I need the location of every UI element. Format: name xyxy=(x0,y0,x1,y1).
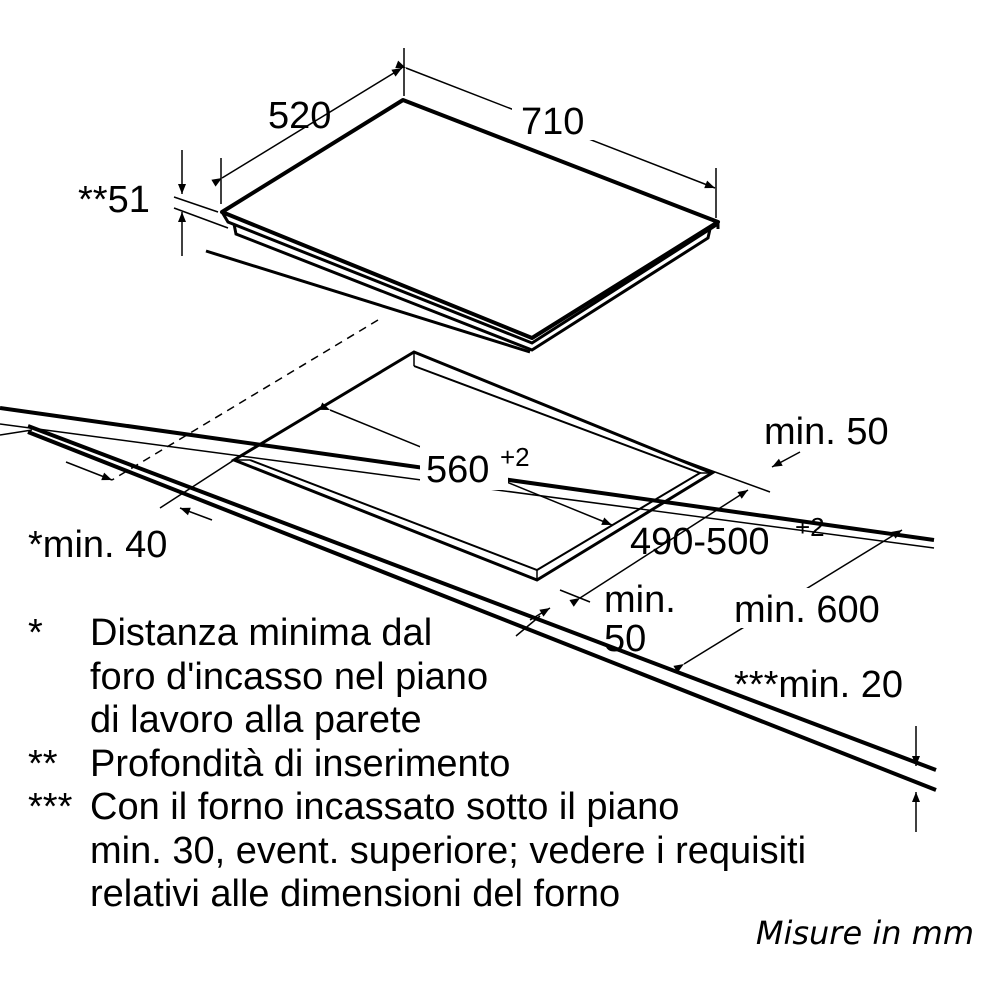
dim-560: 560 +2 xyxy=(319,402,771,526)
hob-depth-label: 520 xyxy=(268,95,331,137)
side-wall-distance-label: *min. 40 xyxy=(28,524,167,566)
insertion-depth-label: **51 xyxy=(78,179,150,221)
cutout-width-label: 560 xyxy=(426,449,489,491)
dim-51: **51 xyxy=(78,150,229,256)
dim-worktop-thickness: ***min. 20 xyxy=(734,664,920,832)
legend-text-line: Con il forno incassato sotto il piano xyxy=(90,786,680,828)
hob-width-label: 710 xyxy=(521,101,584,143)
dim-side-wall: *min. 40 xyxy=(28,459,235,566)
worktop-front-edge xyxy=(27,424,937,772)
legend-mark: * xyxy=(28,612,43,654)
legend-mark: ** xyxy=(28,742,58,785)
legend-item: ** Profondità di inserimento xyxy=(28,743,988,787)
legend-text-line: foro d'incasso nel piano xyxy=(90,655,489,698)
legend-text-line: relativi alle dimensioni del forno xyxy=(90,873,621,915)
cutout-depth-tolerance: +2 xyxy=(795,512,825,542)
dim-520: 520 xyxy=(211,48,405,204)
worktop-thickness-label: ***min. 20 xyxy=(734,664,903,706)
back-clearance-label: min. 50 xyxy=(764,411,889,453)
legend: * Distanza minima dal foro d'incasso nel… xyxy=(28,612,988,917)
worktop-front-bottom-edge xyxy=(27,430,937,792)
hob-base-front-line xyxy=(205,249,531,354)
hob-drawing xyxy=(205,98,720,354)
units-note: Misure in mm xyxy=(755,914,974,952)
legend-text-line: Distanza minima dal xyxy=(90,612,433,654)
dim-worktop-depth: min. 600 xyxy=(673,529,906,673)
legend-item: * Distanza minima dal foro d'incasso nel… xyxy=(28,612,988,743)
legend-text-line: Profondità di inserimento xyxy=(90,742,511,785)
legend-text-line: min. 30, event. superiore; vedere i requ… xyxy=(90,829,807,872)
front-clearance-line1: min. xyxy=(604,579,676,621)
hob-base xyxy=(232,223,712,352)
worktop-depth-label: min. 600 xyxy=(734,589,880,631)
cutout-depth-label: 490-500 xyxy=(630,521,769,563)
dim-710: 710 xyxy=(395,60,717,218)
dim-front-clearance: min. 50 xyxy=(515,579,676,660)
legend-mark: *** xyxy=(28,786,73,828)
dashed-projection-line xyxy=(111,319,379,481)
dim-back-clearance: min. 50 xyxy=(764,411,889,468)
cutout-width-tolerance: +2 xyxy=(500,442,530,472)
legend-text-line: di lavoro alla parete xyxy=(90,699,422,741)
hob-thickness-edge xyxy=(220,211,720,345)
front-clearance-line2: 50 xyxy=(604,618,646,660)
legend-item: *** Con il forno incassato sotto il pian… xyxy=(28,786,988,917)
